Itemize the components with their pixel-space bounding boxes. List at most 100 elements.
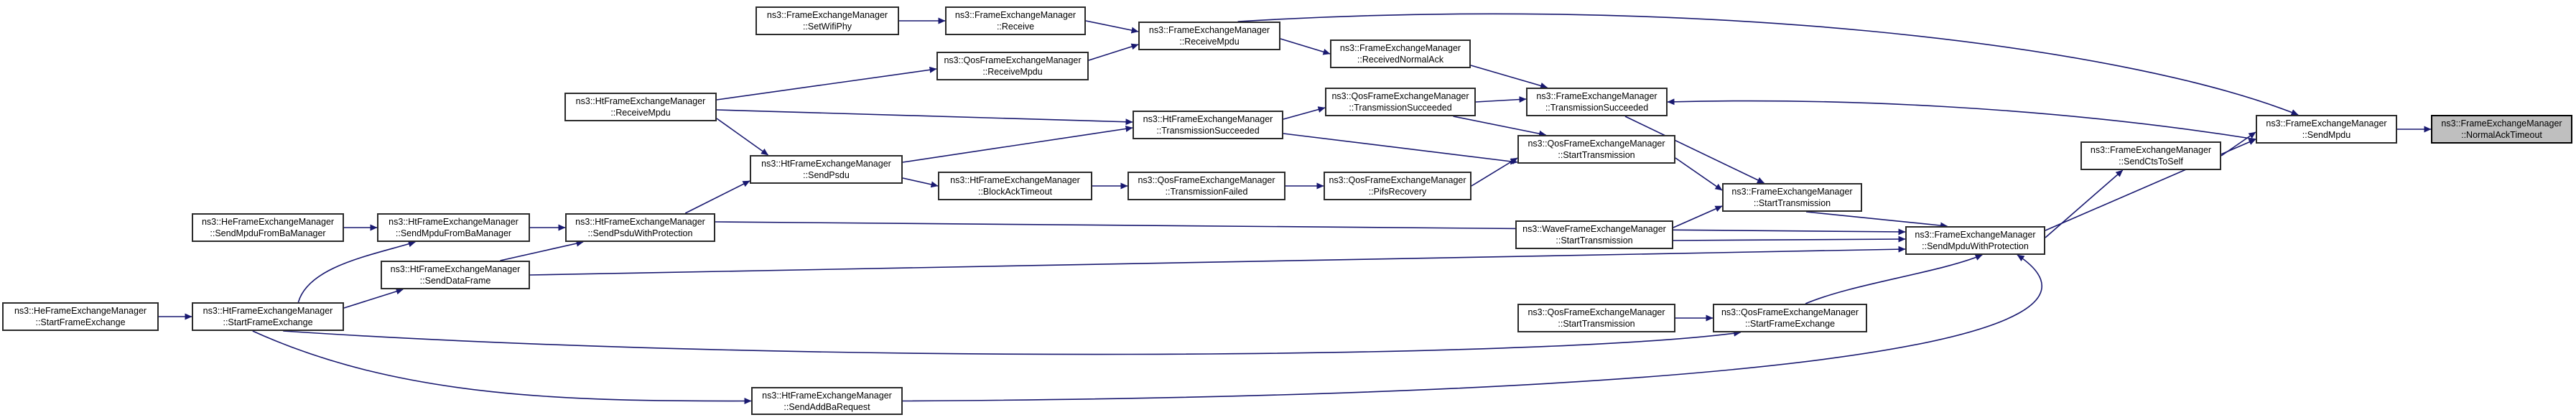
node-class-label: ns3::HeFrameExchangeManager xyxy=(14,306,147,316)
call-edge-I-G xyxy=(1283,106,1326,120)
call-edge-F-E xyxy=(716,66,937,101)
node-method-label: ::StartFrameExchange xyxy=(1744,319,1836,329)
node-class-label: ns3::FrameExchangeManager xyxy=(1339,43,1461,53)
graph-node-receive[interactable]: ns3::FrameExchangeManager::Receive xyxy=(945,6,1086,35)
call-edge-S-H xyxy=(1667,98,2256,140)
graph-node-qos-start-transmission-2[interactable]: ns3::QosFrameExchangeManager::StartTrans… xyxy=(1517,304,1675,332)
node-class-label: ns3::HtFrameExchangeManager xyxy=(950,175,1080,185)
call-edge-P-O xyxy=(1673,205,1723,228)
node-method-label: ::SendMpduWithProtection xyxy=(1922,241,2029,251)
graph-node-block-ack-timeout[interactable]: ns3::HtFrameExchangeManager::BlockAckTim… xyxy=(938,172,1092,200)
call-edge-Z-V xyxy=(297,241,416,303)
call-edge-G-J xyxy=(1453,116,1547,137)
graph-node-normal-ack-timeout: ns3::FrameExchangeManager::NormalAckTime… xyxy=(2431,115,2572,144)
node-method-label: ::StartTransmission xyxy=(1753,198,1831,208)
call-edge-Z-X xyxy=(343,288,404,309)
call-edge-Q-S xyxy=(2221,131,2256,157)
graph-node-wave-start-transmission[interactable]: ns3::WaveFrameExchangeManager::StartTran… xyxy=(1515,220,1673,249)
node-method-label: ::SendAddBaRequest xyxy=(784,401,870,412)
call-edge-I-J xyxy=(1283,133,1518,165)
graph-node-ht-send-mpdu-from-ba-manager[interactable]: ns3::HtFrameExchangeManager::SendMpduFro… xyxy=(377,213,530,242)
graph-node-received-normal-ack[interactable]: ns3::FrameExchangeManager::ReceivedNorma… xyxy=(1330,39,1471,68)
call-edge-X-W xyxy=(500,240,584,261)
graph-node-send-psdu-with-protection[interactable]: ns3::HtFrameExchangeManager::SendPsduWit… xyxy=(565,213,715,242)
node-class-label: ns3::HtFrameExchangeManager xyxy=(203,306,333,316)
graph-node-ht-transmission-succeeded[interactable]: ns3::HtFrameExchangeManager::Transmissio… xyxy=(1133,111,1283,139)
call-edge-Z-AB xyxy=(283,330,1742,355)
graph-node-transmission-succeeded[interactable]: ns3::FrameExchangeManager::TransmissionS… xyxy=(1526,88,1668,116)
call-edge-R-Q xyxy=(2045,169,2124,238)
node-class-label: ns3::HtFrameExchangeManager xyxy=(575,96,706,106)
node-method-label: ::NormalAckTimeout xyxy=(2461,130,2542,140)
node-method-label: ::SendPsdu xyxy=(803,170,850,180)
node-method-label: ::SendDataFrame xyxy=(419,276,491,286)
graph-node-send-psdu[interactable]: ns3::HtFrameExchangeManager::SendPsdu xyxy=(750,155,903,184)
node-method-label: ::StartFrameExchange xyxy=(223,317,313,327)
node-method-label: ::SetWifiPhy xyxy=(802,22,852,32)
call-edge-K-L xyxy=(902,177,939,188)
graph-node-start-transmission[interactable]: ns3::FrameExchangeManager::StartTransmis… xyxy=(1722,183,1862,212)
call-edge-B-C xyxy=(1085,20,1139,34)
call-edge-W-R xyxy=(715,221,1906,235)
graph-node-send-data-frame[interactable]: ns3::HtFrameExchangeManager::SendDataFra… xyxy=(381,261,530,289)
graph-node-send-mpdu[interactable]: ns3::FrameExchangeManager::SendMpdu xyxy=(2256,115,2397,144)
node-method-label: ::ReceiveMpdu xyxy=(610,108,671,118)
graph-node-ht-start-frame-exchange[interactable]: ns3::HtFrameExchangeManager::StartFrameE… xyxy=(192,302,344,331)
call-edge-X-R xyxy=(529,246,1906,276)
graph-node-transmission-failed[interactable]: ns3::QosFrameExchangeManager::Transmissi… xyxy=(1127,172,1285,200)
node-class-label: ns3::FrameExchangeManager xyxy=(2266,118,2387,129)
node-class-label: ns3::QosFrameExchangeManager xyxy=(1528,139,1665,149)
node-class-label: ns3::QosFrameExchangeManager xyxy=(1138,175,1275,185)
call-edge-O-R xyxy=(1805,211,1948,229)
node-method-label: ::TransmissionSucceeded xyxy=(1545,103,1649,113)
node-method-label: ::TransmissionSucceeded xyxy=(1349,103,1452,113)
node-class-label: ns3::HtFrameExchangeManager xyxy=(1143,114,1273,124)
call-edge-N-J xyxy=(1471,157,1518,187)
graph-node-qos-transmission-succeeded[interactable]: ns3::QosFrameExchangeManager::Transmissi… xyxy=(1325,88,1476,116)
graph-node-qos-start-frame-exchange[interactable]: ns3::QosFrameExchangeManager::StartFrame… xyxy=(1713,304,1867,332)
call-edge-E-C xyxy=(1088,43,1139,61)
node-class-label: ns3::FrameExchangeManager xyxy=(2090,145,2212,155)
graph-node-send-mpdu-with-protection[interactable]: ns3::FrameExchangeManager::SendMpduWithP… xyxy=(1905,226,2045,255)
node-method-label: ::StartFrameExchange xyxy=(35,317,126,327)
graph-node-qos-start-transmission[interactable]: ns3::QosFrameExchangeManager::StartTrans… xyxy=(1517,135,1675,164)
node-class-label: ns3::QosFrameExchangeManager xyxy=(1331,91,1469,101)
node-method-label: ::StartTransmission xyxy=(1558,319,1635,329)
call-edge-Z-AC xyxy=(252,330,752,405)
call-edge-H-O xyxy=(1624,116,1764,184)
graph-node-set-wifi-phy[interactable]: ns3::FrameExchangeManager::SetWifiPhy xyxy=(755,6,899,35)
node-method-label: ::StartTransmission xyxy=(1558,150,1635,160)
node-class-label: ns3::QosFrameExchangeManager xyxy=(1721,307,1859,317)
node-method-label: ::Receive xyxy=(996,22,1035,32)
graph-node-qos-receive-mpdu[interactable]: ns3::QosFrameExchangeManager::ReceiveMpd… xyxy=(936,52,1089,80)
node-class-label: ns3::HtFrameExchangeManager xyxy=(389,217,519,227)
graph-node-send-add-ba-request[interactable]: ns3::HtFrameExchangeManager::SendAddBaRe… xyxy=(751,387,903,415)
call-edge-AB-R xyxy=(1805,254,1983,304)
call-edge-W-K xyxy=(684,180,750,214)
node-class-label: ns3::QosFrameExchangeManager xyxy=(1528,307,1665,317)
node-method-label: ::ReceiveMpdu xyxy=(1179,37,1240,47)
graph-node-he-start-frame-exchange[interactable]: ns3::HeFrameExchangeManager::StartFrameE… xyxy=(2,302,159,331)
graph-node-he-send-mpdu-from-ba-manager[interactable]: ns3::HeFrameExchangeManager::SendMpduFro… xyxy=(192,213,344,242)
node-method-label: ::BlockAckTimeout xyxy=(977,187,1053,197)
node-class-label: ns3::FrameExchangeManager xyxy=(1536,91,1657,101)
node-method-label: ::TransmissionSucceeded xyxy=(1156,126,1260,136)
call-edge-D-H xyxy=(1470,65,1548,89)
call-edge-F-I xyxy=(716,109,1133,126)
graph-node-pifs-recovery[interactable]: ns3::QosFrameExchangeManager::PifsRecove… xyxy=(1324,172,1471,200)
node-class-label: ns3::QosFrameExchangeManager xyxy=(1329,175,1466,185)
node-class-label: ns3::HtFrameExchangeManager xyxy=(762,390,892,401)
call-edge-C-D xyxy=(1280,38,1331,55)
node-class-label: ns3::HtFrameExchangeManager xyxy=(575,217,705,227)
call-edge-F-K xyxy=(716,118,769,156)
node-class-label: ns3::WaveFrameExchangeManager xyxy=(1522,224,1666,234)
call-edge-C-S xyxy=(1237,13,2299,116)
node-method-label: ::SendMpduFromBaManager xyxy=(210,228,326,238)
graph-node-receive-mpdu[interactable]: ns3::FrameExchangeManager::ReceiveMpdu xyxy=(1138,22,1280,50)
graph-node-send-cts-to-self[interactable]: ns3::FrameExchangeManager::SendCtsToSelf xyxy=(2080,141,2221,170)
node-method-label: ::SendCtsToSelf xyxy=(2119,157,2183,167)
node-method-label: ::ReceiveMpdu xyxy=(982,67,1043,77)
graph-node-ht-receive-mpdu[interactable]: ns3::HtFrameExchangeManager::ReceiveMpdu xyxy=(564,93,717,121)
